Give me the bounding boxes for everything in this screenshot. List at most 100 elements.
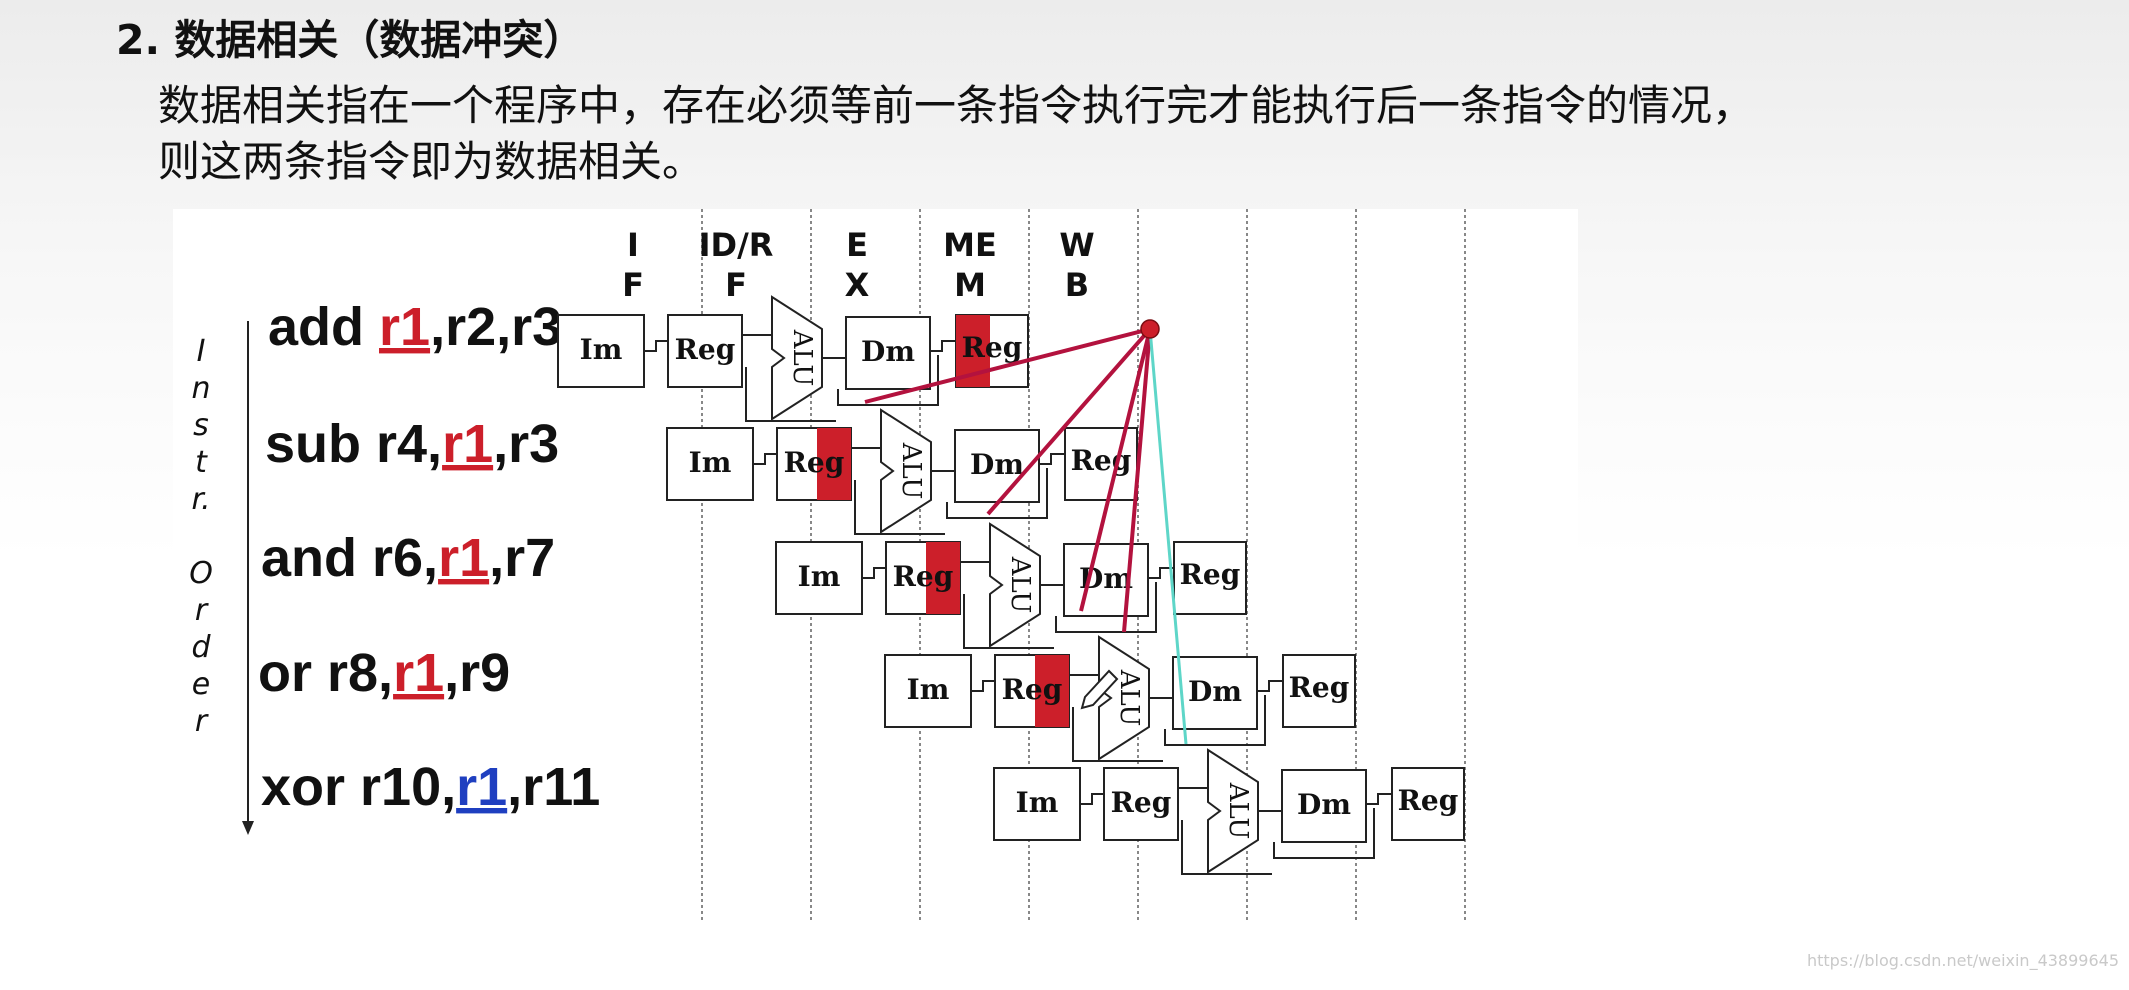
im-reg-connector — [1080, 793, 1104, 805]
im-label: Im — [1016, 786, 1059, 819]
dm-block — [1281, 769, 1367, 843]
instruction-4-part-0: xor r10, — [261, 757, 456, 817]
im-block — [884, 654, 972, 728]
im-reg-connector — [753, 453, 777, 465]
description-line-1: 数据相关指在一个程序中，存在必须等前一条指令执行完才能执行后一条指令的情况， — [158, 81, 1755, 130]
instruction-0-part-0: add — [268, 297, 379, 357]
reg-read-label: Reg — [893, 560, 954, 593]
axis-label-char-6: O — [189, 556, 213, 591]
dm-label: Dm — [1188, 675, 1242, 708]
axis-label-char-7: r — [195, 593, 209, 628]
instruction-1-part-1: r1 — [442, 414, 493, 474]
section-heading: 2. 数据相关（数据冲突） — [116, 6, 584, 66]
instruction-2-part-1: r1 — [438, 528, 489, 588]
reg-read-label: Reg — [675, 333, 736, 366]
description: 数据相关指在一个程序中，存在必须等前一条指令执行完才能执行后一条指令的情况， 则… — [158, 78, 1754, 190]
alu-block — [880, 408, 932, 534]
instruction-2: and r6,r1,r7 — [261, 528, 555, 588]
alu-label: ALU — [787, 329, 817, 387]
stage-header-0-line-0: I — [627, 226, 639, 264]
instruction-3-part-2: ,r9 — [444, 643, 510, 703]
stage-header-2-line-0: E — [846, 226, 868, 264]
dm-block — [845, 316, 931, 390]
dm-block — [1172, 656, 1258, 730]
reg-read-hazard-fill — [817, 428, 851, 500]
im-reg-connector — [644, 340, 668, 352]
reg-read-block — [667, 314, 743, 388]
dm-reg-connector — [930, 340, 956, 352]
instruction-4-part-2: ,r11 — [507, 757, 600, 817]
alu-block — [989, 522, 1041, 648]
dependency-line-3 — [1122, 328, 1152, 633]
dm-reg-connector — [1039, 453, 1065, 465]
reg-read-block — [1103, 767, 1179, 841]
dm-block — [1063, 543, 1149, 617]
reg-write-label: Reg — [1289, 671, 1350, 704]
im-label: Im — [907, 673, 950, 706]
instruction-3-part-0: or r8, — [258, 643, 393, 703]
dependency-line-0 — [864, 327, 1151, 404]
stage-header-4-line-0: W — [1059, 226, 1094, 264]
instruction-2-part-0: and r6, — [261, 528, 438, 588]
alu-label: ALU — [1223, 782, 1253, 840]
writeback-point — [1140, 319, 1160, 339]
alu-bypass-connector — [745, 367, 836, 422]
instruction-1-part-2: ,r3 — [493, 414, 559, 474]
instruction-1: sub r4,r1,r3 — [265, 414, 559, 474]
reg-read-label: Reg — [1111, 786, 1172, 819]
instruction-0-part-2: ,r2,r3 — [430, 297, 562, 357]
heading-number: 2. — [116, 16, 161, 64]
stage-header-3-line-0: ME — [943, 226, 997, 264]
dependency-line-1 — [986, 327, 1152, 516]
alu-bypass-connector — [1072, 707, 1163, 762]
axis-label-char-3: t — [195, 445, 208, 480]
dm-label: Dm — [1297, 788, 1351, 821]
description-line-2: 则这两条指令即为数据相关。 — [158, 137, 705, 186]
instruction-3-part-1: r1 — [393, 643, 444, 703]
reg-read-hazard-fill — [926, 542, 960, 614]
alu-block — [771, 295, 823, 421]
pipeline-row-3: Im Reg ALU Dm Reg — [884, 635, 1356, 762]
reg-write-block — [1173, 541, 1247, 615]
reg-read-label: Reg — [1002, 673, 1063, 706]
reg-write-label: Reg — [1398, 784, 1459, 817]
alu-bypass-connector — [963, 594, 1054, 649]
im-block — [666, 427, 754, 501]
axis-label-char-4: r. — [191, 482, 210, 517]
im-block — [993, 767, 1081, 841]
instruction-2-part-2: ,r7 — [489, 528, 555, 588]
dm-bypass-connector — [1273, 808, 1375, 859]
alu-label: ALU — [1114, 669, 1144, 727]
dm-reg-connector — [1257, 680, 1283, 692]
pipeline-row-4: Im Reg ALU Dm Reg — [993, 748, 1465, 875]
stage-header-4-line-1: B — [1065, 266, 1089, 304]
heading-title: 数据相关（数据冲突） — [174, 16, 585, 64]
instruction-4: xor r10,r1,r11 — [261, 757, 600, 817]
dependency-line-2 — [1079, 328, 1152, 612]
reg-read-label: Reg — [784, 446, 845, 479]
reg-write-label: Reg — [962, 331, 1023, 364]
im-label: Im — [689, 446, 732, 479]
reg-write-block — [1391, 767, 1465, 841]
instruction-3: or r8,r1,r9 — [258, 643, 510, 703]
axis-label-char-9: e — [192, 667, 210, 702]
forward-line — [1148, 328, 1188, 745]
instruction-0: add r1,r2,r3 — [268, 297, 562, 357]
im-reg-connector — [862, 567, 886, 579]
im-label: Im — [798, 560, 841, 593]
axis-label-char-8: d — [191, 630, 211, 665]
axis-label-char-2: s — [193, 408, 209, 443]
dm-reg-connector — [1366, 793, 1392, 805]
dm-block — [954, 429, 1040, 503]
stage-header-3-line-1: M — [954, 266, 986, 304]
alu-label: ALU — [1005, 556, 1035, 614]
reg-read-hazard-fill — [1035, 655, 1069, 727]
instruction-1-part-0: sub r4, — [265, 414, 442, 474]
reg-write-label: Reg — [1180, 558, 1241, 591]
dm-bypass-connector — [837, 355, 939, 406]
watermark: https://blog.csdn.net/weixin_43899645 — [1806, 951, 2119, 970]
im-label: Im — [580, 333, 623, 366]
